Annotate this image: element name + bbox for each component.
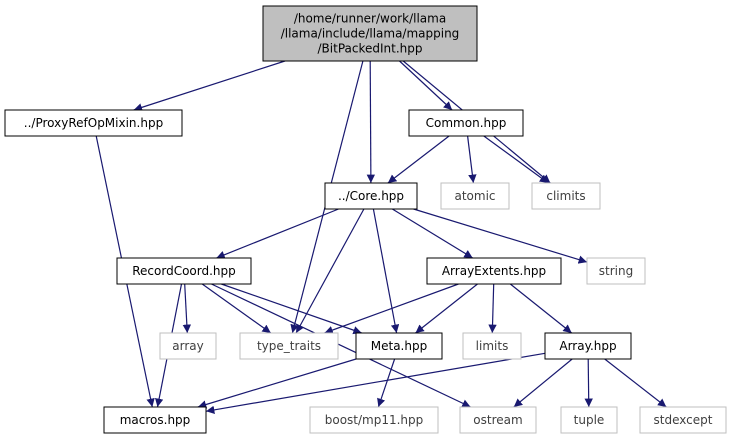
- node-string-label: string: [599, 264, 633, 278]
- node-stdexcept-box: [639, 406, 727, 434]
- node-type_traits-box: [239, 332, 339, 360]
- node-arrayhpp-label: Array.hpp: [559, 339, 616, 353]
- node-root-label: /BitPackedInt.hpp: [318, 42, 423, 56]
- node-recordcoord[interactable]: RecordCoord.hpp: [116, 257, 252, 285]
- node-atomic: atomic: [440, 182, 510, 210]
- node-tuple-label: tuple: [574, 413, 605, 427]
- node-proxy[interactable]: ../ProxyRefOpMixin.hpp: [4, 109, 183, 137]
- node-mp11-label: boost/mp11.hpp: [325, 413, 424, 427]
- edge-arrayhpp-to-stdexcept: [604, 358, 667, 408]
- edge-meta-to-macros: [197, 358, 357, 409]
- nodes: /home/runner/work/llama/llama/include/ll…: [4, 5, 727, 434]
- edge-arrayextents-to-arrayhpp: [509, 283, 573, 334]
- edge-root-to-common: [399, 60, 453, 111]
- edge-core-to-recordcoord: [216, 208, 339, 259]
- node-type_traits: type_traits: [239, 332, 339, 360]
- node-atomic-box: [440, 182, 510, 210]
- edge-arrayextents-to-meta: [415, 283, 478, 334]
- node-climits: climits: [531, 182, 601, 210]
- edge-recordcoord-to-array: [182, 283, 192, 334]
- node-mp11: boost/mp11.hpp: [309, 406, 439, 434]
- node-arrayextents-box: [426, 257, 562, 285]
- node-climits-label: climits: [546, 189, 585, 203]
- edge-arrayextents-to-limits: [488, 283, 497, 334]
- node-array: array: [159, 332, 217, 360]
- node-ostream: ostream: [459, 406, 537, 434]
- edge-core-to-type_traits: [295, 208, 365, 334]
- node-ostream-label: ostream: [473, 413, 522, 427]
- edge-core-to-meta: [372, 208, 400, 334]
- node-ostream-box: [459, 406, 537, 434]
- node-array-label: array: [172, 339, 203, 353]
- node-meta[interactable]: Meta.hpp: [355, 332, 443, 360]
- node-macros-label: macros.hpp: [120, 413, 191, 427]
- node-proxy-label: ../ProxyRefOpMixin.hpp: [24, 116, 163, 130]
- node-stdexcept-label: stdexcept: [654, 413, 713, 427]
- node-core-label: ../Core.hpp: [338, 189, 404, 203]
- node-tuple-box: [560, 406, 618, 434]
- edge-recordcoord-to-ostream: [211, 283, 471, 408]
- node-proxy-box: [4, 109, 183, 137]
- node-climits-box: [531, 182, 601, 210]
- node-mp11-box: [309, 406, 439, 434]
- edge-arrayhpp-to-ostream: [513, 358, 573, 408]
- node-arrayhpp-box: [544, 332, 632, 360]
- node-type_traits-label: type_traits: [257, 339, 321, 353]
- node-arrayextents[interactable]: ArrayExtents.hpp: [426, 257, 562, 285]
- edge-root-to-core: [366, 60, 376, 184]
- edge-root-to-proxy: [133, 60, 286, 112]
- edge-recordcoord-to-type_traits: [201, 283, 272, 334]
- node-common-box: [408, 109, 524, 137]
- edge-arrayextents-to-type_traits: [324, 283, 459, 335]
- node-meta-label: Meta.hpp: [371, 339, 427, 353]
- edge-core-to-arrayextents: [391, 208, 474, 259]
- node-recordcoord-box: [116, 257, 252, 285]
- edge-common-to-atomic: [467, 135, 477, 184]
- node-root-label: /llama/include/llama/mapping: [281, 27, 460, 41]
- edge-common-to-climits: [483, 135, 549, 184]
- node-string-box: [586, 257, 646, 285]
- edge-arrayhpp-to-macros: [205, 352, 546, 415]
- node-atomic-label: atomic: [454, 189, 495, 203]
- node-common-label: Common.hpp: [426, 116, 507, 130]
- node-root[interactable]: /home/runner/work/llama/llama/include/ll…: [262, 5, 478, 62]
- node-macros-box: [103, 406, 207, 434]
- edge-core-to-string: [413, 208, 588, 264]
- node-arrayextents-label: ArrayExtents.hpp: [442, 264, 546, 278]
- node-stdexcept: stdexcept: [639, 406, 727, 434]
- node-root-box: [262, 5, 478, 62]
- node-meta-box: [355, 332, 443, 360]
- node-recordcoord-label: RecordCoord.hpp: [132, 264, 236, 278]
- node-limits: limits: [462, 332, 522, 360]
- node-macros[interactable]: macros.hpp: [103, 406, 207, 434]
- edge-common-to-core: [387, 135, 450, 184]
- node-limits-label: limits: [476, 339, 509, 353]
- edge-arrayhpp-to-tuple: [584, 358, 593, 408]
- edge-recordcoord-to-meta: [221, 283, 362, 335]
- node-root-label: /home/runner/work/llama: [294, 12, 446, 26]
- node-arrayhpp[interactable]: Array.hpp: [544, 332, 632, 360]
- node-core-box: [324, 182, 418, 210]
- node-string: string: [586, 257, 646, 285]
- node-array-box: [159, 332, 217, 360]
- edge-meta-to-mp11: [377, 358, 396, 408]
- node-tuple: tuple: [560, 406, 618, 434]
- node-limits-box: [462, 332, 522, 360]
- node-core[interactable]: ../Core.hpp: [324, 182, 418, 210]
- node-common[interactable]: Common.hpp: [408, 109, 524, 137]
